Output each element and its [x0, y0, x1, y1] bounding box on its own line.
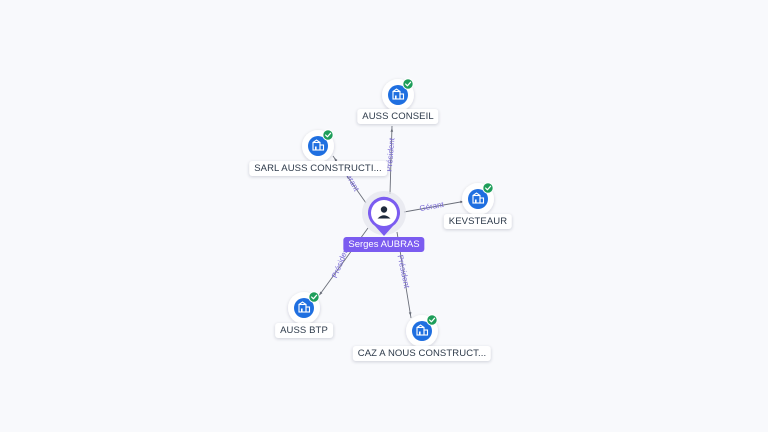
company-node[interactable] — [302, 129, 334, 162]
building-icon — [298, 301, 311, 313]
verified-check-icon — [402, 78, 414, 90]
building-icon — [472, 192, 485, 204]
company-name-label[interactable]: AUSS BTP — [275, 323, 333, 338]
person-node[interactable] — [362, 191, 406, 236]
verified-check-icon — [322, 129, 334, 141]
company-name-label[interactable]: SARL AUSS CONSTRUCTI... — [249, 161, 387, 176]
arrow-head-icon — [319, 291, 323, 296]
verified-check-icon — [426, 314, 438, 326]
relation-label: Gérant — [419, 200, 445, 213]
building-icon — [392, 88, 405, 100]
company-node[interactable] — [382, 78, 414, 111]
company-name-label[interactable]: AUSS CONSEIL — [357, 109, 439, 124]
company-name-label[interactable]: KEVSTEAUR — [443, 214, 513, 229]
company-node[interactable] — [462, 182, 494, 215]
arrow-head-icon — [334, 157, 338, 162]
company-node[interactable] — [406, 314, 438, 347]
relation-label: Président — [396, 254, 412, 290]
verified-check-icon — [482, 182, 494, 194]
person-name-label[interactable]: Serges AUBRAS — [343, 237, 425, 252]
relation-edge: Président — [385, 125, 397, 195]
building-icon — [416, 324, 429, 336]
arrow-head-icon — [408, 312, 412, 317]
arrow-head-icon — [390, 127, 394, 132]
relation-label: Président — [385, 137, 397, 172]
relation-edge: Gérant — [403, 200, 467, 213]
company-node[interactable] — [288, 291, 320, 324]
person-icon — [377, 206, 391, 219]
building-icon — [312, 139, 325, 151]
verified-check-icon — [308, 291, 320, 303]
company-name-label[interactable]: CAZ A NOUS CONSTRUCT... — [352, 346, 492, 361]
